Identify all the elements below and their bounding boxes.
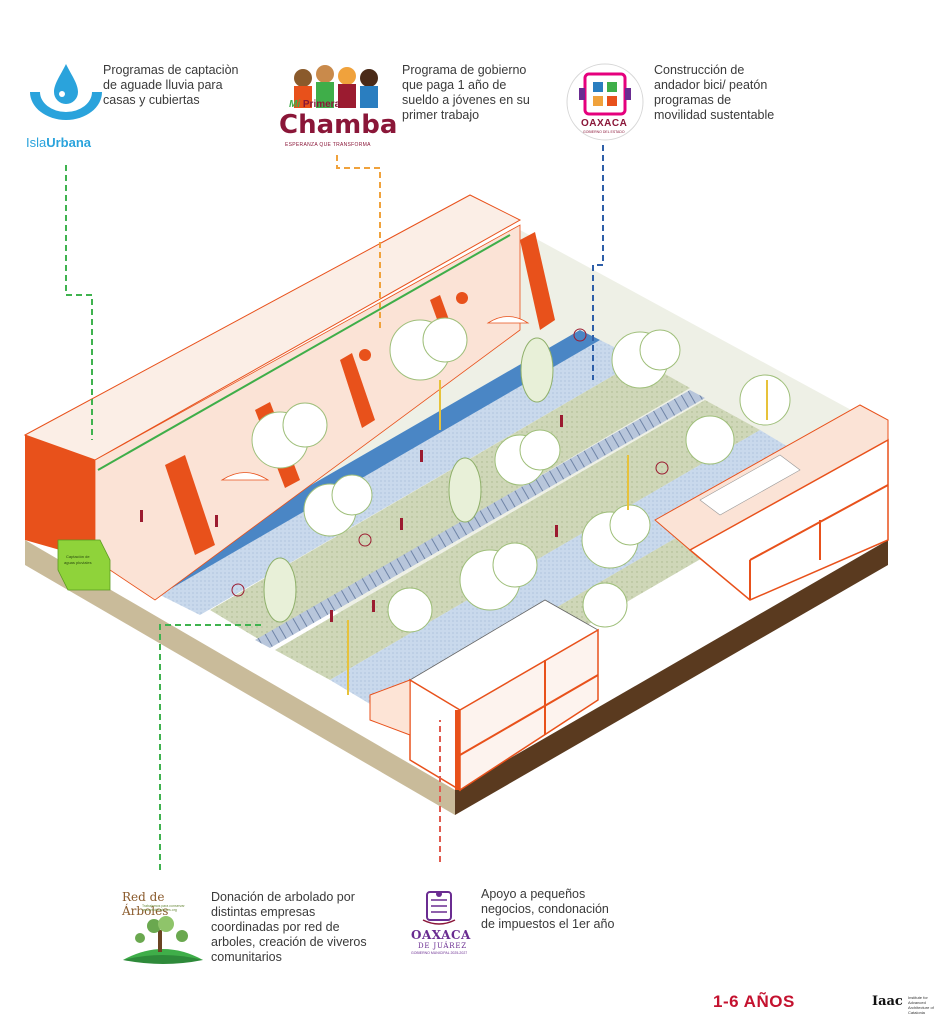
red-de-arboles-logo: Red de Árboles Trabajamos para conservar… bbox=[118, 890, 208, 965]
leader-isla bbox=[65, 165, 93, 440]
people bbox=[140, 328, 669, 622]
juarez-main-text: OAXACA bbox=[411, 928, 471, 942]
iaac-logo-sub: Institute for Advanced Architecture of C… bbox=[908, 995, 934, 1015]
water-drop-icon bbox=[30, 64, 102, 120]
juarez-gov-text: GOBIERNO MUNICIPAL 2025-2027 bbox=[411, 951, 468, 955]
oaxaca-state-logo: OAXACA GOBIERNO DEL ESTADO bbox=[565, 62, 645, 144]
juarez-sub-text: DE JUÁREZ bbox=[418, 942, 467, 950]
rain-tank-label: Captación de bbox=[66, 554, 90, 559]
chamba-mi-text: Mi bbox=[289, 99, 301, 110]
red-title-text: Red de Árboles bbox=[122, 890, 169, 918]
oaxaca-de-juarez-logo: OAXACA DE JUÁREZ GOBIERNO MUNICIPAL 2025… bbox=[405, 888, 473, 958]
trees bbox=[251, 317, 791, 633]
annotation-negocios: Apoyo a pequeños negocios, condonación d… bbox=[481, 887, 615, 931]
railway bbox=[255, 390, 705, 648]
oaxaca-state-text: OAXACA bbox=[581, 118, 628, 129]
ground-slab-left bbox=[25, 540, 455, 815]
ground-slab-right bbox=[455, 540, 888, 815]
leader-arboles bbox=[159, 624, 262, 870]
green-roof-line bbox=[97, 234, 511, 471]
rain-tank-label-2: aguas pluviales bbox=[64, 560, 92, 565]
annotation-movilidad: Construcción de andador bici/ peatón pro… bbox=[654, 63, 775, 122]
canal-strip bbox=[150, 335, 640, 615]
annotation-isla: Programas de captaciòn de aguade lluvia … bbox=[103, 63, 239, 107]
rain-tank bbox=[57, 539, 111, 591]
leader-movilidad bbox=[592, 145, 604, 380]
chamba-sub-text: ESPERANZA QUE TRANSFORMA bbox=[285, 142, 371, 148]
isla-logo-text: Isla bbox=[26, 135, 47, 150]
isla-urbana-logo: IslaUrbana bbox=[26, 60, 106, 155]
chamba-main-text: Chamba bbox=[279, 110, 398, 140]
right-building-side bbox=[688, 438, 889, 601]
left-building-top bbox=[23, 194, 522, 461]
annotation-chamba: Programa de gobierno que paga 1 año de s… bbox=[402, 63, 530, 122]
workers-illustration-icon bbox=[294, 65, 378, 108]
chamba-primera-text: Primera bbox=[302, 99, 341, 110]
street-lamps bbox=[347, 380, 768, 695]
municipal-emblem-icon bbox=[422, 891, 456, 925]
iaac-logo: Iaac bbox=[872, 994, 903, 1009]
cafe-umbrellas bbox=[220, 316, 530, 481]
red-sub-text: Trabajamos para conservar www.reddearbol… bbox=[142, 904, 185, 912]
annotation-arboles: Donación de arbolado por distintas empre… bbox=[211, 890, 367, 964]
leader-chamba bbox=[336, 155, 381, 330]
oaxaca-emblem-icon bbox=[566, 63, 644, 141]
mi-primera-chamba-logo: Mi Primera Chamba ESPERANZA QUE TRANSFOR… bbox=[275, 60, 398, 155]
canal-deep bbox=[155, 330, 600, 588]
left-building-front bbox=[25, 435, 95, 560]
tree-hill-icon bbox=[123, 916, 203, 964]
cypress-trees bbox=[263, 337, 554, 623]
years-label: 1-6 AÑOS bbox=[713, 992, 795, 1011]
oaxaca-state-sub: GOBIERNO DEL ESTADO bbox=[583, 130, 625, 134]
urbana-logo-text: Urbana bbox=[46, 135, 92, 150]
